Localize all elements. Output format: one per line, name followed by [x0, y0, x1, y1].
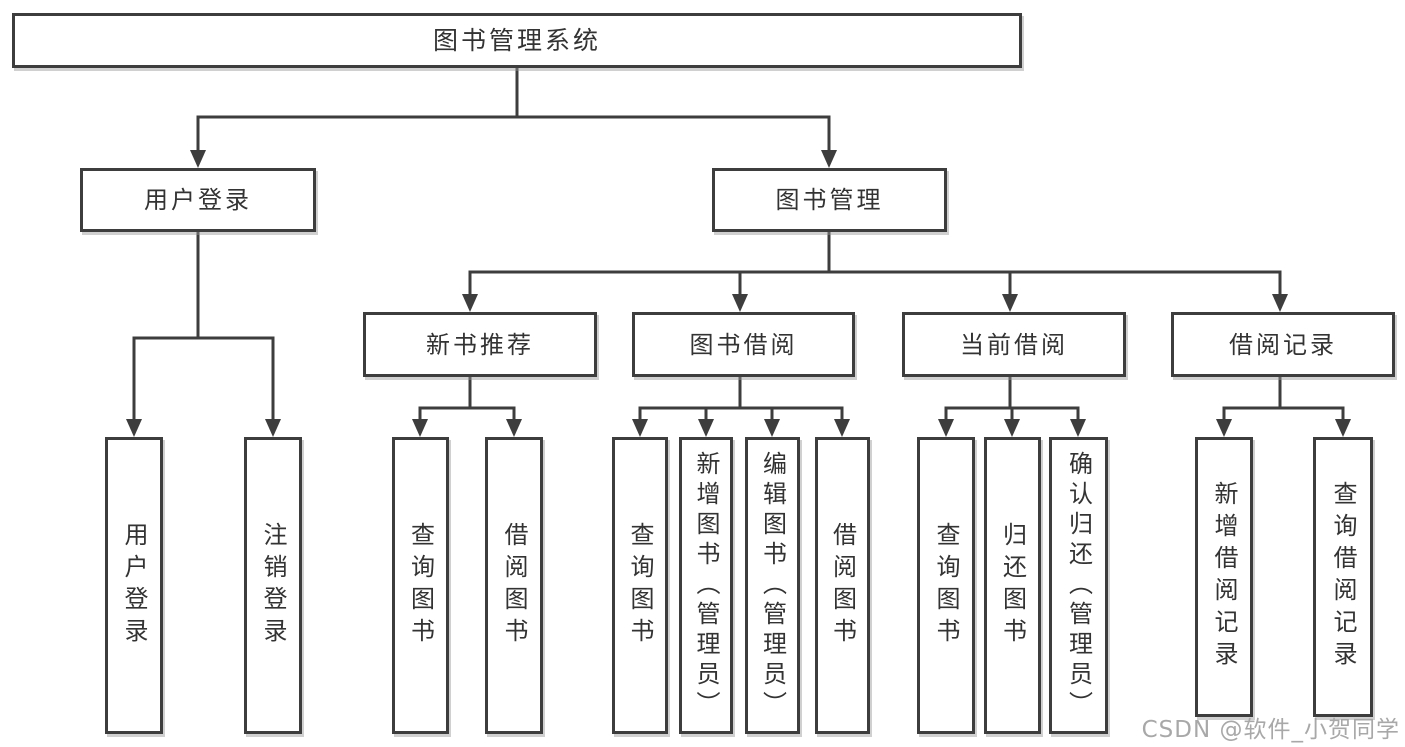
arrowhead-icon: [632, 419, 648, 437]
leaf-borrow-query-books: 查询图书: [612, 437, 668, 734]
leaf-records-add-record-label: 新增借阅记录: [1210, 481, 1238, 673]
connector-group: [632, 375, 850, 437]
leaf-user-login: 用户登录: [105, 437, 163, 734]
leaf-records-query-record-label: 查询借阅记录: [1329, 481, 1357, 673]
leaf-records-add-record: 新增借阅记录: [1195, 437, 1253, 717]
connector-group: [126, 230, 281, 437]
arrowhead-icon: [462, 294, 478, 312]
leaf-current-confirm-return-admin: 确认归还（管理员）: [1049, 437, 1108, 734]
branch-current-borrow: 当前借阅: [902, 312, 1126, 377]
arrowhead-icon: [938, 419, 954, 437]
branch-book-borrow-label: 图书借阅: [689, 330, 798, 359]
leaf-user-login-label: 用户登录: [120, 521, 148, 650]
leaf-borrow-edit-books-admin-label: 编辑图书（管理员）: [758, 450, 787, 721]
arrowhead-icon: [506, 419, 522, 437]
arrowhead-icon: [1070, 419, 1086, 437]
connector-group: [412, 375, 522, 437]
leaf-current-query-books-label: 查询图书: [932, 521, 960, 650]
arrowhead-icon: [126, 419, 142, 437]
leaf-borrow-add-books-admin-label: 新增图书（管理员）: [692, 450, 720, 721]
root-label: 图书管理系统: [432, 26, 601, 55]
branch-book-management-label: 图书管理: [775, 186, 884, 214]
leaf-borrow-add-books-admin: 新增图书（管理员）: [679, 437, 733, 734]
leaf-newbook-query-books-label: 查询图书: [406, 521, 435, 650]
arrowhead-icon: [1216, 419, 1232, 437]
branch-book-borrow: 图书借阅: [632, 312, 855, 377]
branch-borrow-records-label: 借阅记录: [1229, 330, 1337, 359]
leaf-borrow-query-books-label: 查询图书: [626, 521, 654, 650]
arrowhead-icon: [1004, 419, 1020, 437]
leaf-newbook-borrow-books: 借阅图书: [485, 437, 543, 734]
leaf-newbook-query-books: 查询图书: [392, 437, 449, 734]
arrowhead-icon: [732, 294, 748, 312]
branch-new-book-recommend-label: 新书推荐: [426, 330, 534, 359]
branch-book-management: 图书管理: [712, 168, 947, 232]
leaf-current-query-books: 查询图书: [917, 437, 975, 734]
root-box: 图书管理系统: [12, 13, 1022, 68]
leaf-borrow-borrow-books: 借阅图书: [815, 437, 870, 734]
connector-group: [938, 375, 1086, 437]
connector-group: [462, 230, 1288, 312]
branch-user-login-label: 用户登录: [144, 186, 252, 214]
arrowhead-icon: [190, 150, 206, 168]
arrowhead-icon: [412, 419, 428, 437]
leaf-current-confirm-return-admin-label: 确认归还（管理员）: [1064, 450, 1093, 721]
connector-group: [1216, 375, 1351, 437]
branch-user-login: 用户登录: [80, 168, 316, 232]
branch-borrow-records: 借阅记录: [1171, 312, 1395, 377]
arrowhead-icon: [1272, 294, 1288, 312]
arrowhead-icon: [821, 150, 837, 168]
leaf-current-return-books-label: 归还图书: [998, 521, 1027, 650]
leaf-records-query-record: 查询借阅记录: [1313, 437, 1373, 717]
arrowhead-icon: [265, 419, 281, 437]
arrowhead-icon: [1002, 294, 1018, 312]
branch-current-borrow-label: 当前借阅: [960, 330, 1068, 359]
leaf-current-return-books: 归还图书: [984, 437, 1041, 734]
arrowhead-icon: [764, 419, 780, 437]
arrowhead-icon: [834, 419, 850, 437]
connector-group: [190, 66, 837, 168]
leaf-borrow-borrow-books-label: 借阅图书: [828, 521, 857, 650]
arrowhead-icon: [1335, 419, 1351, 437]
leaf-borrow-edit-books-admin: 编辑图书（管理员）: [745, 437, 800, 734]
arrowhead-icon: [698, 419, 714, 437]
watermark: CSDN @软件_小贺同学: [1141, 717, 1400, 743]
leaf-logout: 注销登录: [244, 437, 302, 734]
leaf-logout-label: 注销登录: [259, 521, 287, 650]
branch-new-book-recommend: 新书推荐: [363, 312, 597, 377]
leaf-newbook-borrow-books-label: 借阅图书: [500, 521, 528, 650]
